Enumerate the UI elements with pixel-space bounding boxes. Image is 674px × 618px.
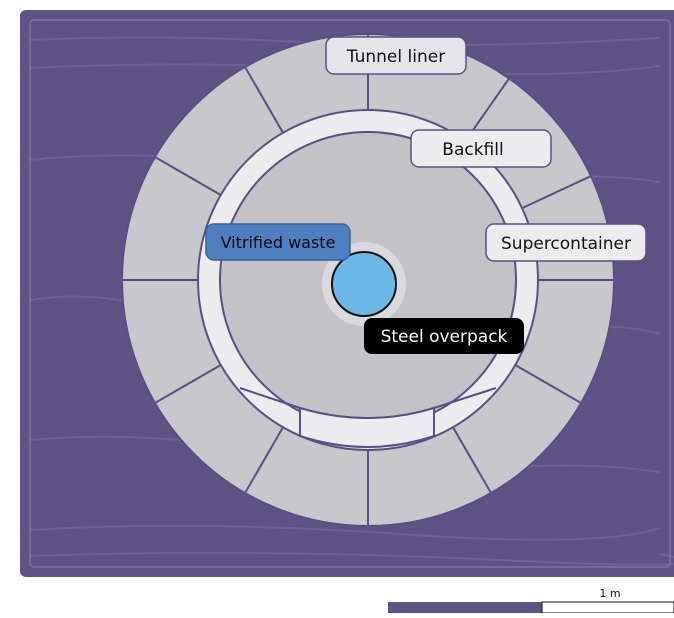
liner-joint bbox=[521, 175, 592, 210]
label-supercontainer: Supercontainer bbox=[485, 223, 647, 262]
label-tunnel-liner: Tunnel liner bbox=[325, 36, 467, 75]
liner-joint bbox=[244, 426, 284, 494]
label-vitrified-waste-text: Vitrified waste bbox=[221, 233, 336, 252]
label-backfill-text: Backfill bbox=[442, 140, 503, 160]
label-steel-overpack: Steel overpack bbox=[364, 318, 524, 354]
label-supercontainer-text: Supercontainer bbox=[501, 234, 631, 254]
liner-joint bbox=[514, 364, 582, 404]
plinth-joint-left bbox=[239, 387, 301, 409]
liner-joint bbox=[154, 156, 222, 196]
vitrified-waste-canister bbox=[331, 251, 397, 317]
plinth-block bbox=[299, 406, 435, 448]
scale-bar: 1 m bbox=[388, 587, 674, 614]
plinth-joint-right bbox=[433, 387, 497, 409]
label-vitrified-waste: Vitrified waste bbox=[205, 223, 351, 261]
scale-bar-light bbox=[541, 601, 674, 614]
liner-joint bbox=[154, 364, 222, 404]
rock-edge-highlight bbox=[29, 19, 671, 568]
scale-bar-label: 1 m bbox=[599, 587, 620, 600]
label-backfill: Backfill bbox=[410, 129, 552, 168]
label-tunnel-liner-text: Tunnel liner bbox=[346, 47, 445, 67]
liner-joint bbox=[452, 426, 492, 494]
label-steel-overpack-text: Steel overpack bbox=[381, 327, 508, 347]
liner-joint bbox=[244, 66, 284, 134]
scale-bar-dark bbox=[388, 602, 542, 613]
